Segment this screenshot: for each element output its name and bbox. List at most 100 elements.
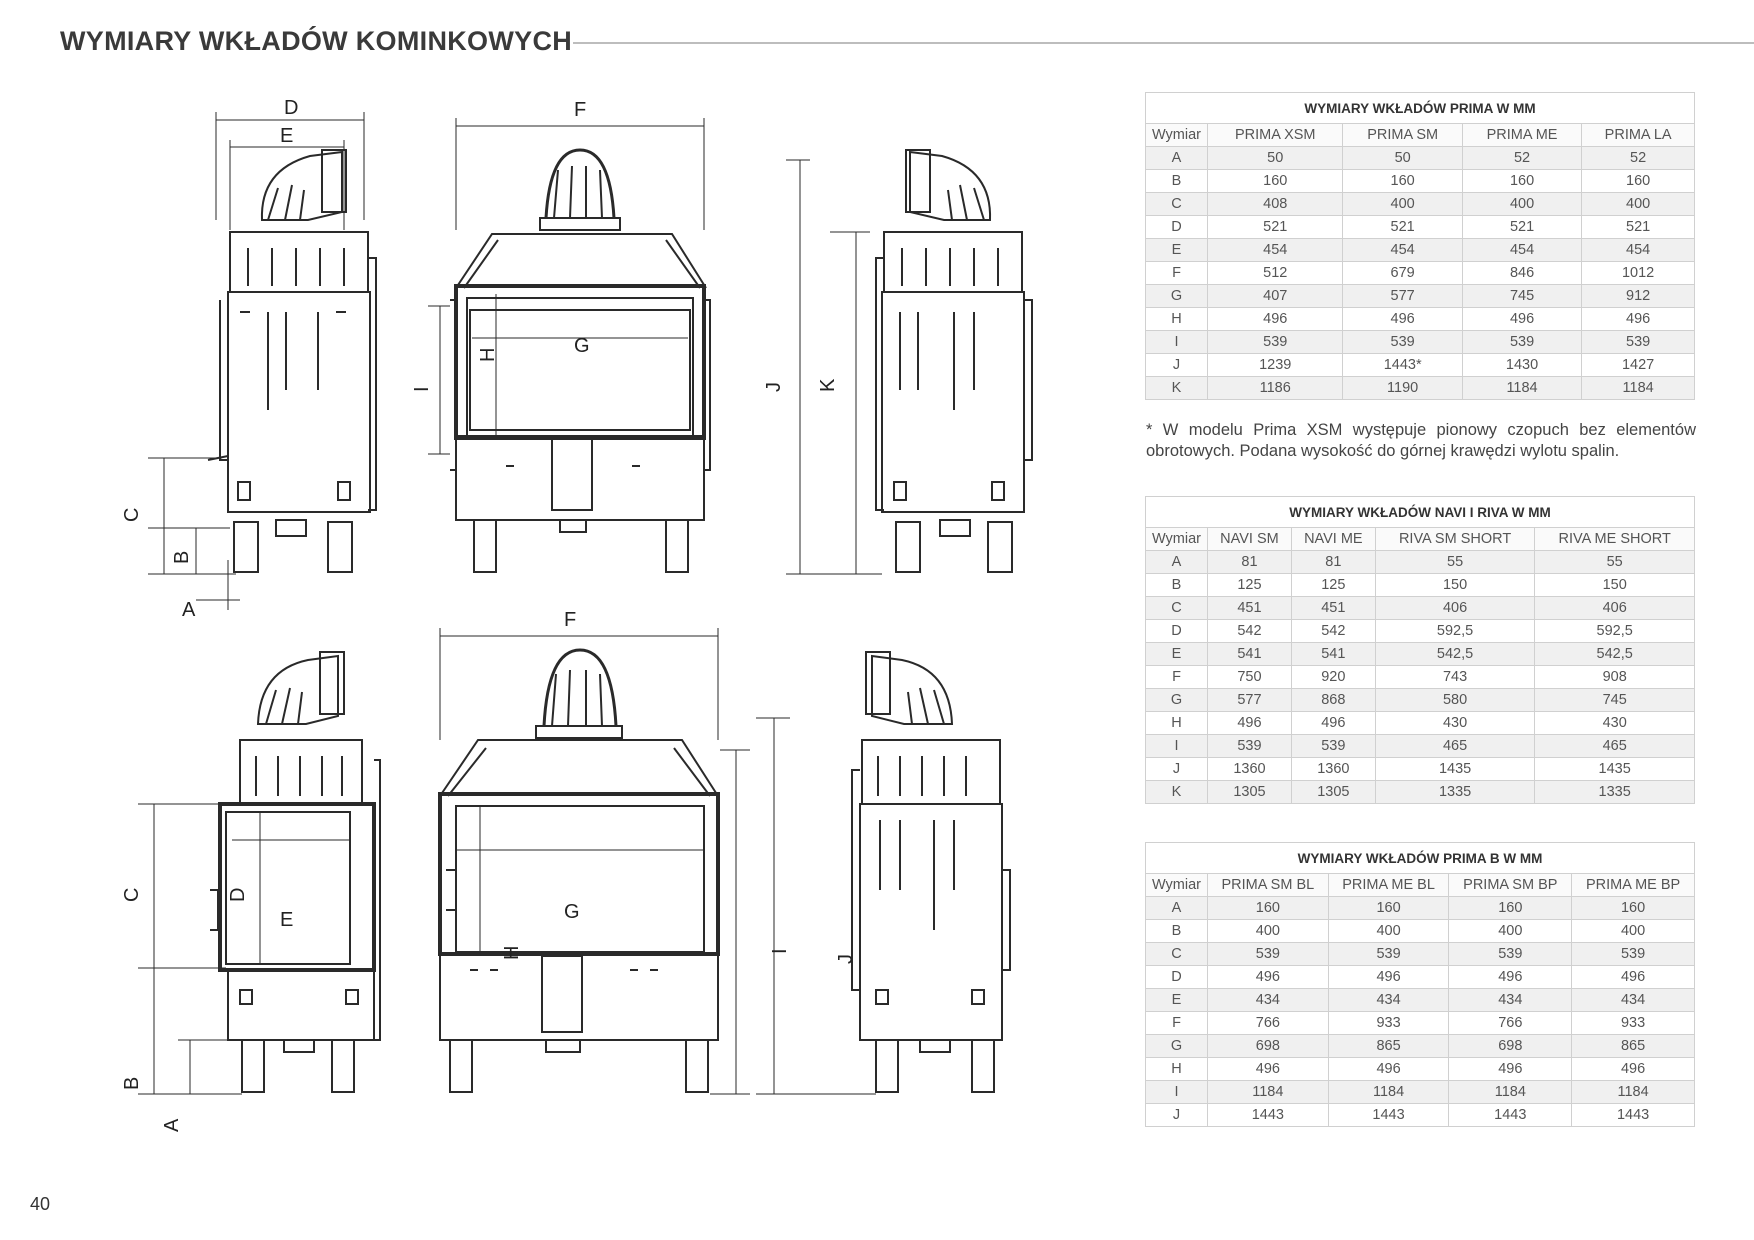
value-cell: 454 bbox=[1581, 238, 1695, 262]
dim-label-k: K bbox=[817, 378, 839, 392]
value-cell: 698 bbox=[1207, 1034, 1329, 1058]
header-cell: Wymiar bbox=[1145, 873, 1208, 897]
value-cell: 1184 bbox=[1571, 1080, 1695, 1104]
dim-label-i: I bbox=[769, 948, 791, 954]
value-cell: 408 bbox=[1206, 192, 1344, 216]
value-cell: 865 bbox=[1571, 1034, 1695, 1058]
dimension-label-cell: E bbox=[1145, 988, 1208, 1012]
value-cell: 766 bbox=[1448, 1011, 1573, 1035]
value-cell: 521 bbox=[1342, 215, 1463, 239]
dimension-label-cell: K bbox=[1145, 376, 1208, 400]
header-cell: PRIMA ME BL bbox=[1327, 873, 1450, 897]
table-navi-riva: WYMIARY WKŁADÓW NAVI I RIVA W MM Wymiar … bbox=[1145, 496, 1695, 804]
header-cell: PRIMA ME bbox=[1461, 123, 1583, 147]
value-cell: 160 bbox=[1327, 896, 1450, 920]
value-cell: 912 bbox=[1581, 284, 1695, 308]
dimension-label-cell: F bbox=[1145, 665, 1208, 689]
value-cell: 496 bbox=[1571, 1057, 1695, 1081]
dimension-label-cell: E bbox=[1145, 238, 1208, 262]
dim-label-c: C bbox=[121, 888, 143, 902]
value-cell: 539 bbox=[1290, 734, 1376, 758]
value-cell: 400 bbox=[1461, 192, 1583, 216]
value-cell: 1239 bbox=[1206, 353, 1344, 377]
value-cell: 454 bbox=[1206, 238, 1344, 262]
value-cell: 1335 bbox=[1534, 780, 1695, 804]
value-cell: 1190 bbox=[1342, 376, 1463, 400]
value-cell: 400 bbox=[1448, 919, 1573, 943]
value-cell: 160 bbox=[1581, 169, 1695, 193]
value-cell: 592,5 bbox=[1374, 619, 1536, 643]
value-cell: 451 bbox=[1207, 596, 1292, 620]
value-cell: 1443 bbox=[1207, 1103, 1329, 1127]
value-cell: 1012 bbox=[1581, 261, 1695, 285]
technical-drawings: D E C B A F G H I J K C D E B A F G H I … bbox=[121, 97, 1033, 1132]
value-cell: 434 bbox=[1571, 988, 1695, 1012]
dimension-label-cell: D bbox=[1145, 619, 1208, 643]
value-cell: 865 bbox=[1327, 1034, 1450, 1058]
value-cell: 1184 bbox=[1461, 376, 1583, 400]
dimension-label-cell: J bbox=[1145, 353, 1208, 377]
bottom-side-view bbox=[138, 651, 381, 1095]
dimension-label-cell: A bbox=[1145, 550, 1208, 574]
table-title: WYMIARY WKŁADÓW PRIMA B W MM bbox=[1145, 842, 1695, 874]
value-cell: 496 bbox=[1207, 965, 1329, 989]
dimension-label-cell: I bbox=[1145, 330, 1208, 354]
dim-label-e: E bbox=[280, 909, 293, 931]
value-cell: 521 bbox=[1461, 215, 1583, 239]
footnote: * W modelu Prima XSM występuje pionowy c… bbox=[1146, 421, 1696, 460]
dim-label-j: J bbox=[835, 954, 857, 964]
value-cell: 933 bbox=[1327, 1011, 1450, 1035]
dimension-label-cell: F bbox=[1145, 261, 1208, 285]
value-cell: 1360 bbox=[1207, 757, 1292, 781]
dimension-label-cell: B bbox=[1145, 169, 1208, 193]
value-cell: 430 bbox=[1534, 711, 1695, 735]
header-cell: RIVA ME SHORT bbox=[1534, 527, 1695, 551]
dimension-label-cell: E bbox=[1145, 642, 1208, 666]
value-cell: 1443 bbox=[1571, 1103, 1695, 1127]
dim-label-i: I bbox=[411, 386, 433, 392]
dimension-label-cell: B bbox=[1145, 573, 1208, 597]
value-cell: 55 bbox=[1374, 550, 1536, 574]
value-cell: 542,5 bbox=[1534, 642, 1695, 666]
table-title: WYMIARY WKŁADÓW PRIMA W MM bbox=[1145, 92, 1695, 124]
dim-label-c: C bbox=[121, 508, 143, 522]
value-cell: 406 bbox=[1534, 596, 1695, 620]
value-cell: 541 bbox=[1290, 642, 1376, 666]
dim-label-a: A bbox=[161, 1118, 183, 1132]
value-cell: 465 bbox=[1374, 734, 1536, 758]
value-cell: 846 bbox=[1461, 261, 1583, 285]
dim-label-e: E bbox=[280, 125, 293, 147]
dim-label-d: D bbox=[227, 888, 249, 902]
value-cell: 577 bbox=[1342, 284, 1463, 308]
value-cell: 465 bbox=[1534, 734, 1695, 758]
value-cell: 1435 bbox=[1534, 757, 1695, 781]
table-header-row: Wymiar NAVI SM NAVI ME RIVA SM SHORT RIV… bbox=[1145, 527, 1695, 551]
value-cell: 541 bbox=[1207, 642, 1292, 666]
value-cell: 592,5 bbox=[1534, 619, 1695, 643]
value-cell: 1435 bbox=[1374, 757, 1536, 781]
dimension-label-cell: K bbox=[1145, 780, 1208, 804]
value-cell: 1360 bbox=[1290, 757, 1376, 781]
header-cell: RIVA SM SHORT bbox=[1374, 527, 1536, 551]
table-header-row: Wymiar PRIMA SM BL PRIMA ME BL PRIMA SM … bbox=[1145, 873, 1695, 897]
table-title: WYMIARY WKŁADÓW NAVI I RIVA W MM bbox=[1145, 496, 1695, 528]
table-header-row: Wymiar PRIMA XSM PRIMA SM PRIMA ME PRIMA… bbox=[1145, 123, 1695, 147]
dim-label-h: H bbox=[501, 946, 523, 960]
header-cell: Wymiar bbox=[1145, 527, 1208, 551]
top-right-side-view bbox=[786, 149, 1033, 575]
value-cell: 125 bbox=[1290, 573, 1376, 597]
value-cell: 539 bbox=[1207, 734, 1292, 758]
dimension-label-cell: G bbox=[1145, 688, 1208, 712]
value-cell: 908 bbox=[1534, 665, 1695, 689]
value-cell: 406 bbox=[1374, 596, 1536, 620]
